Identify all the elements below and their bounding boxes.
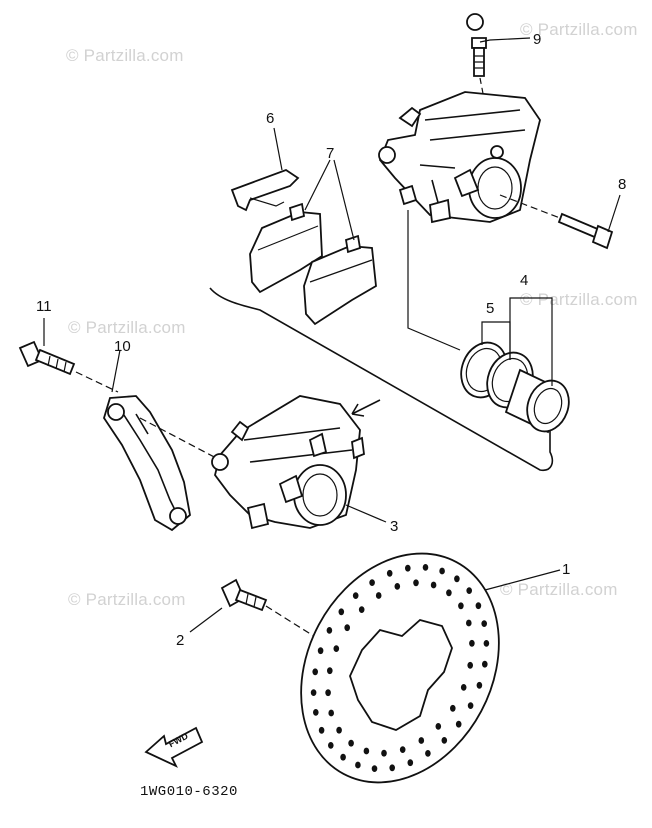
callout-5: 5 — [486, 300, 495, 317]
disc-hole — [454, 575, 460, 583]
disc-hole — [450, 704, 456, 712]
callout-1: 1 — [562, 561, 571, 578]
part-10-bracket — [103, 395, 191, 532]
disc-hole — [441, 737, 448, 744]
disc-hole — [344, 624, 351, 632]
disc-hole — [318, 726, 325, 734]
disc-hole — [458, 602, 464, 610]
disc-hole — [446, 589, 452, 597]
disc-hole — [386, 569, 393, 577]
disc-hole — [435, 723, 442, 730]
part-1-brake-disc — [300, 552, 561, 784]
part-11-bolt — [18, 340, 119, 393]
disc-hole — [333, 645, 340, 652]
disc-hole — [310, 689, 317, 696]
watermark: © Partzilla.com — [66, 46, 184, 65]
disc-hole — [394, 583, 401, 590]
disc-hole — [405, 564, 411, 572]
disc-hole — [430, 581, 437, 589]
disc-hole — [455, 720, 462, 728]
upper-caliper-body — [378, 91, 541, 224]
disc-hole — [336, 726, 342, 734]
disc-hole — [340, 753, 346, 761]
part-8-bolt — [499, 194, 614, 250]
exploded-view-boundary — [209, 287, 554, 472]
disc-hole — [399, 746, 406, 753]
disc-hole — [425, 750, 431, 757]
disc-hole — [481, 620, 488, 627]
callout-4: 4 — [520, 272, 529, 289]
disc-hole — [312, 668, 319, 676]
watermark: © Partzilla.com — [68, 590, 186, 609]
disc-hole — [482, 660, 488, 668]
callout-6: 6 — [266, 110, 275, 127]
disc-hole — [460, 684, 467, 691]
assembly-arrow — [351, 399, 381, 417]
disc-hole — [467, 661, 474, 669]
disc-hole — [363, 747, 370, 755]
disc-hole — [483, 640, 490, 647]
part-2-bolt — [189, 578, 321, 641]
watermark: © Partzilla.com — [520, 290, 638, 309]
disc-hole — [338, 608, 345, 616]
part-7-brake-pads — [249, 202, 377, 326]
watermark: © Partzilla.com — [520, 20, 638, 39]
disc-hole — [413, 579, 419, 587]
watermark: © Partzilla.com — [500, 580, 618, 599]
callout-8: 8 — [618, 176, 627, 193]
disc-hole — [317, 647, 324, 655]
part-code: 1WG010-6320 — [140, 784, 238, 800]
disc-hole — [422, 564, 429, 571]
bracket-guide-line — [139, 417, 221, 461]
fwd-arrow — [144, 726, 204, 768]
disc-hole — [313, 709, 319, 716]
watermark: © Partzilla.com — [68, 318, 186, 337]
disc-hole — [355, 761, 361, 769]
disc-hole — [467, 702, 474, 709]
disc-hole — [352, 592, 359, 599]
disc-hole — [371, 765, 378, 772]
callout-10: 10 — [114, 338, 131, 355]
part-4-piston — [504, 368, 570, 434]
callout-11: 11 — [36, 298, 52, 315]
callout-7: 7 — [326, 145, 335, 162]
callout-3: 3 — [390, 518, 399, 535]
disc-hole — [389, 764, 396, 772]
disc-hole — [466, 619, 472, 627]
disc-hole — [326, 627, 333, 634]
part-6-pad-spring — [230, 168, 300, 212]
disc-hole — [439, 567, 445, 575]
disc-hole — [476, 681, 483, 689]
disc-hole — [369, 579, 375, 586]
disc-hole — [381, 749, 387, 757]
disc-hole — [469, 639, 475, 647]
disc-hole — [407, 759, 414, 767]
disc-hole — [475, 602, 482, 610]
callout-2: 2 — [176, 632, 185, 649]
disc-hole — [328, 709, 335, 717]
disc-hole — [466, 587, 473, 594]
disc-hole — [375, 592, 382, 599]
disc-hole — [327, 667, 333, 675]
part-3-caliper — [211, 395, 387, 530]
disc-holes — [310, 564, 490, 772]
seal-guide-line — [407, 210, 461, 351]
callout-9: 9 — [533, 31, 542, 48]
disc-hole — [358, 606, 365, 613]
disc-hole — [418, 737, 425, 744]
disc-hole — [325, 689, 331, 697]
disc-hole — [328, 742, 334, 749]
disc-hole — [348, 739, 354, 747]
